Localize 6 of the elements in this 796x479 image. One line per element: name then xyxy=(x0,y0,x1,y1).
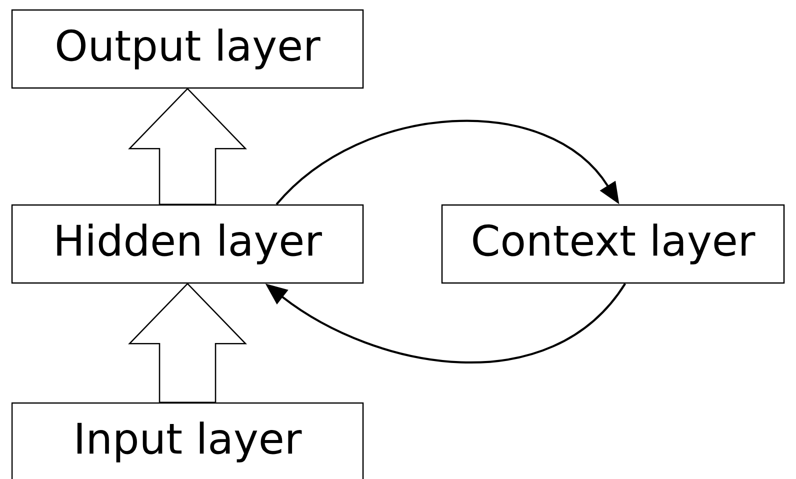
block-arrow xyxy=(128,88,248,205)
block-arrow xyxy=(128,282,248,403)
layer-box: Hidden layer xyxy=(11,204,364,284)
layer-box: Input layer xyxy=(11,402,364,479)
layer-box: Output layer xyxy=(11,9,364,89)
layer-box: Context layer xyxy=(441,204,785,284)
